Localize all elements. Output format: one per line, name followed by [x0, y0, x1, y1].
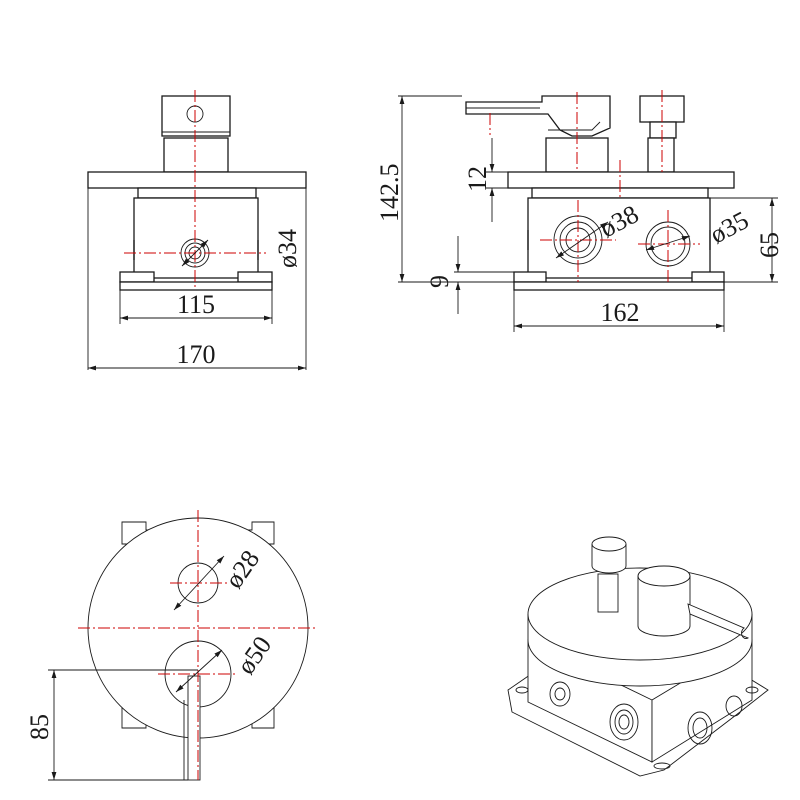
handle-stem — [163, 137, 229, 173]
plan-view: ø28 ø50 85 — [25, 510, 318, 781]
iso-handle-body — [637, 565, 691, 587]
iso-port-front — [609, 703, 639, 741]
side-cover-plate — [507, 171, 735, 189]
side-length-base-label: 162 — [601, 298, 640, 327]
front-view: ø34 115 170 — [87, 90, 307, 371]
side-height-collar-label: 12 — [463, 166, 492, 192]
handle-head — [161, 95, 231, 137]
front-width-total-label: 170 — [177, 340, 216, 369]
front-width-body-label: 115 — [177, 290, 215, 319]
isometric-view — [507, 536, 769, 777]
side-height-box-label: 65 — [755, 232, 784, 258]
cover-plate — [87, 171, 307, 189]
side-view: ø38 ø35 142.5 12 9 65 162 — [375, 90, 784, 332]
side-base-plate — [513, 281, 725, 291]
side-height-base-label: 9 — [425, 275, 454, 288]
front-dia-label: ø34 — [273, 229, 302, 268]
side-dia-right-label: ø35 — [705, 205, 753, 249]
iso-lever — [687, 603, 749, 640]
side-height-total-label: 142.5 — [375, 164, 404, 223]
base-plate — [119, 281, 273, 291]
iso-diverter-knob — [591, 536, 627, 552]
valve-body — [133, 197, 259, 279]
lever-handle — [465, 95, 611, 137]
plan-offset-label: 85 — [25, 714, 54, 740]
iso-port-side — [687, 711, 713, 745]
